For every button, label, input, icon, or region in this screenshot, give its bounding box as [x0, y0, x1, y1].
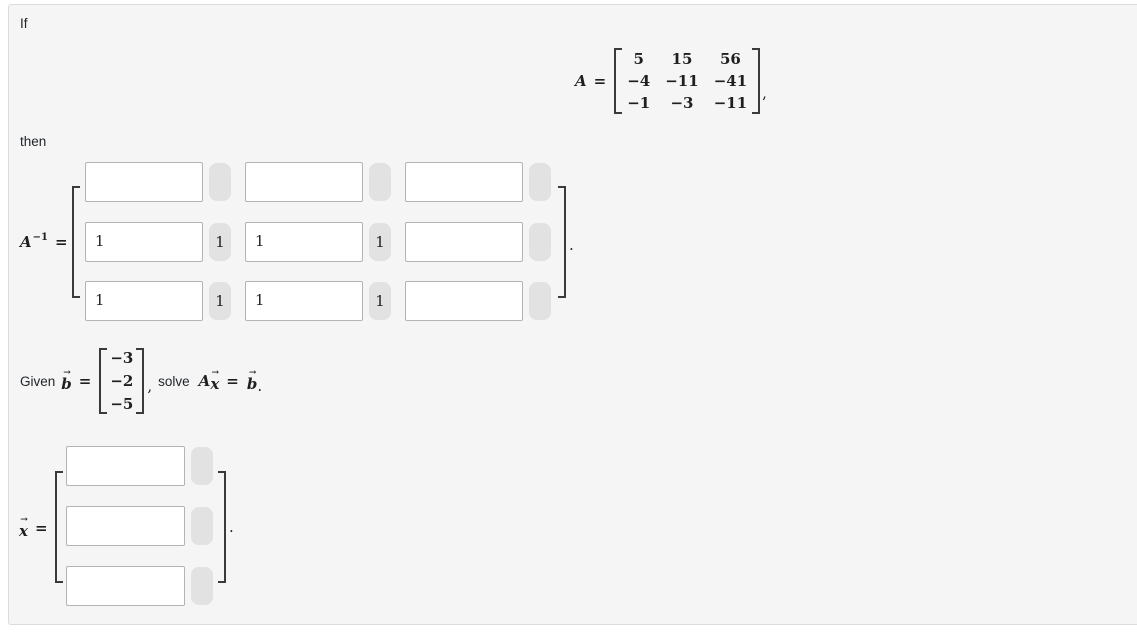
x-vector-label: → x =	[19, 514, 56, 542]
matrix-a-cell: −4	[627, 72, 651, 90]
b-vector-value: −3	[110, 348, 134, 367]
a-inverse-input-2-1[interactable]	[245, 281, 363, 321]
answer-preview-pill: 1	[209, 223, 231, 261]
a-inverse-exponent: −1	[32, 231, 48, 243]
matrix-a-cell: −3	[670, 94, 694, 112]
given-comma: ,	[147, 377, 153, 395]
given-line: Given → b = −3 −2 −5 , solve A → x = → b…	[20, 348, 262, 414]
b-vector-equals: =	[78, 372, 92, 390]
matrix-a-cell: −11	[713, 94, 748, 112]
a-inverse-input-1-1[interactable]	[245, 222, 363, 262]
a-inverse-input-2-0[interactable]	[85, 281, 203, 321]
text-then: then	[20, 134, 47, 149]
answer-preview-pill	[369, 163, 391, 201]
x-vector-cell-0	[66, 446, 213, 486]
a-inverse-input-0-1[interactable]	[245, 162, 363, 202]
answer-preview-pill	[529, 282, 551, 320]
a-inverse-cell-2-0: 1	[85, 281, 231, 321]
matrix-a-block: A = 5 15 56 −4 −11 −41 −1 −3 −11 ,	[575, 46, 767, 116]
a-inverse-bracket-right-icon	[558, 186, 566, 298]
a-inverse-cell-0-0	[85, 162, 231, 202]
a-inverse-label: A−1 =	[20, 230, 76, 254]
matrix-bracket-right-icon	[752, 48, 761, 114]
b-vector-values: −3 −2 −5	[107, 347, 136, 416]
matrix-a-cell: −1	[627, 94, 651, 112]
answer-preview-pill: 1	[209, 282, 231, 320]
a-inverse-bracket-left-icon	[72, 186, 80, 298]
a-inverse-var: A	[20, 233, 32, 251]
text-given: Given	[20, 373, 56, 389]
solve-b-var: → b	[246, 368, 258, 393]
a-inverse-input-2-2[interactable]	[405, 281, 523, 321]
b-vector-var: → b	[61, 368, 72, 393]
matrix-a-grid: 5 15 56 −4 −11 −41 −1 −3 −11	[622, 49, 752, 113]
answer-preview-pill	[191, 507, 213, 545]
answer-preview-pill	[191, 567, 213, 605]
matrix-a-var: A	[575, 72, 587, 90]
x-input-2[interactable]	[66, 566, 185, 606]
answer-preview-pill	[209, 163, 231, 201]
matrix-bracket-left-icon	[614, 48, 623, 114]
b-vector-value: −2	[110, 371, 134, 390]
b-vector-bracket-left-icon	[99, 348, 108, 414]
answer-preview-pill: 1	[369, 223, 391, 261]
answer-preview-pill	[191, 447, 213, 485]
x-vector-cell-1	[66, 506, 213, 546]
a-inverse-period: .	[569, 236, 574, 254]
a-inverse-input-1-2[interactable]	[405, 222, 523, 262]
text-solve: solve	[158, 373, 190, 389]
x-vector-bracket-left-icon	[55, 471, 63, 583]
x-vector-equals: =	[34, 519, 48, 537]
a-inverse-cell-1-2	[405, 222, 551, 262]
vector-arrow-icon: →	[211, 368, 219, 378]
a-inverse-cell-0-2	[405, 162, 551, 202]
x-vector-cell-2	[66, 566, 213, 606]
matrix-a-cell: 56	[719, 50, 741, 68]
a-inverse-cell-2-1: 1	[245, 281, 391, 321]
x-vector-period: .	[229, 518, 234, 536]
a-inverse-input-1-0[interactable]	[85, 222, 203, 262]
b-vector-value: −5	[110, 394, 134, 413]
a-inverse-equals: =	[54, 233, 68, 251]
matrix-a-comma: ,	[762, 84, 767, 102]
vector-arrow-icon: →	[20, 515, 27, 525]
matrix-a-equals: =	[593, 72, 607, 90]
text-if: If	[20, 16, 28, 31]
solve-x-var: → x	[210, 368, 220, 393]
x-vector-bracket-right-icon	[218, 471, 226, 583]
a-inverse-cell-1-0: 1	[85, 222, 231, 262]
solve-equals: =	[226, 372, 239, 390]
answer-preview-pill	[529, 223, 551, 261]
solve-period: .	[257, 377, 263, 395]
a-inverse-input-0-0[interactable]	[85, 162, 203, 202]
answer-preview-pill	[529, 163, 551, 201]
x-vector-grid	[66, 446, 226, 607]
a-inverse-cell-0-1	[245, 162, 391, 202]
x-vector-var: → x	[19, 515, 28, 540]
matrix-a-cell: −11	[665, 72, 699, 90]
a-inverse-grid: 1 1 1 1	[85, 162, 555, 322]
vector-arrow-icon: →	[248, 368, 256, 378]
matrix-a-cell: 5	[633, 50, 644, 68]
x-input-0[interactable]	[66, 446, 185, 486]
a-inverse-cell-2-2	[405, 281, 551, 321]
a-inverse-input-0-2[interactable]	[405, 162, 523, 202]
matrix-a-cell: −41	[713, 72, 748, 90]
answer-preview-pill: 1	[369, 282, 391, 320]
b-vector-bracket-right-icon	[136, 348, 145, 414]
vector-arrow-icon: →	[63, 368, 70, 378]
matrix-a-cell: 15	[671, 50, 693, 68]
a-inverse-cell-1-1: 1	[245, 222, 391, 262]
solve-a-var: A	[198, 372, 211, 390]
x-input-1[interactable]	[66, 506, 185, 546]
